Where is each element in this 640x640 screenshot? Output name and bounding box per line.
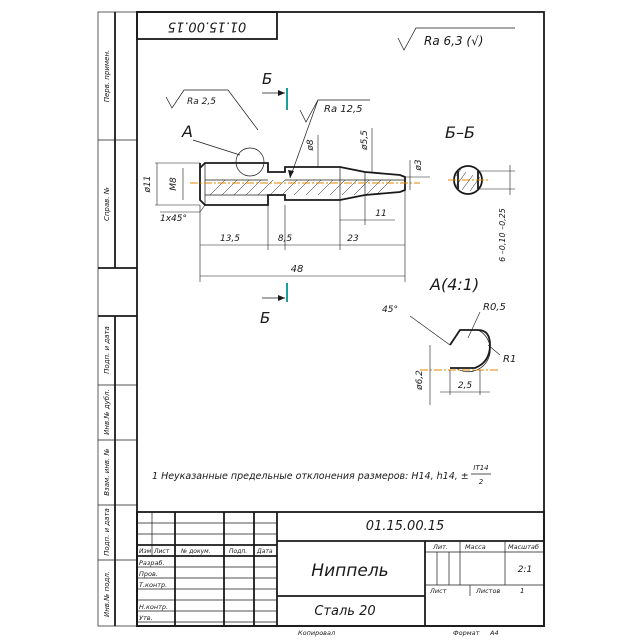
nipple-main-view (190, 147, 420, 206)
hatch-lines (209, 179, 392, 196)
scale-value: 2:1 (518, 565, 532, 575)
note-frac-den: 2 (479, 478, 484, 486)
podp-data-label-1: Подп. и дата (103, 326, 111, 374)
dim-d3: ø3 (414, 159, 424, 172)
inv-dubl-label: Инв.№ дубл. (103, 389, 111, 435)
format-value: А4 (489, 629, 499, 637)
nkontr-label: Н.контр. (139, 603, 168, 611)
inv-podl-label: Инв.№ подл. (103, 571, 111, 617)
hdr-docno: № докум. (180, 548, 211, 555)
tkontr-label: Т.контр. (139, 581, 167, 589)
roughness-b: Ra 12,5 (288, 99, 370, 179)
dim-l23: 23 (347, 234, 359, 244)
detail-a-circle (235, 147, 265, 177)
section-mark-bottom: Б (260, 283, 288, 327)
dim-m8: M8 (169, 177, 179, 191)
sprav-no-label: Справ. № (103, 187, 111, 221)
note-frac-num: IT14 (473, 464, 488, 472)
chamfer-dim: 1x45° (160, 204, 206, 224)
roughness-general-text: Ra 6,3 (√) (424, 34, 483, 48)
diameter-dims: ø11 M8 ø8 ø5,5 ø3 (143, 128, 430, 206)
rotated-code-box: 01.15.00.15 (136, 11, 278, 40)
part-name-text: Ниппель (311, 561, 388, 581)
hdr-data: Дата (256, 548, 273, 555)
dim-l135: 13,5 (220, 234, 240, 244)
lit-label: Лит. (432, 543, 448, 551)
dim-r1: R1 (503, 354, 516, 365)
section-mark-top: Б (262, 70, 288, 110)
dim-l11: 11 (375, 209, 386, 219)
note-text: 1 Неуказанные предельные отклонения разм… (152, 471, 469, 482)
vzam-inv-label: Взам. инв. № (103, 448, 111, 496)
dim-d55: ø5,5 (360, 130, 370, 151)
hdr-podp: Подп. (229, 548, 247, 555)
detail-view-label: А(4:1) (429, 275, 479, 294)
sheets-value: 1 (520, 587, 524, 595)
rotated-code-text: 01.15.00.15 (168, 19, 247, 34)
roughness-b-text: Ra 12,5 (324, 104, 363, 115)
dim-sec-width: 6 –0,10 –0,25 (498, 208, 507, 262)
roughness-a-text: Ra 2,5 (187, 97, 216, 107)
section-mark-bottom-text: Б (260, 309, 270, 327)
tech-note: 1 Неуказанные предельные отклонения разм… (152, 464, 491, 486)
masshtab-label: Масштаб (508, 543, 539, 551)
roughness-a: Ra 2,5 А (165, 89, 259, 156)
detail-a-view: А(4:1) 45° R0,5 R1 ø6,2 2,5 (382, 275, 516, 405)
utv-label: Утв. (139, 614, 153, 622)
razrab-label: Разраб. (139, 559, 165, 567)
left-strip: Перв. примен. Справ. № Подп. и дата Инв.… (98, 12, 137, 626)
dim-w25: 2,5 (458, 381, 473, 391)
designation-text: 01.15.00.15 (366, 519, 445, 534)
massa-label: Масса (465, 543, 486, 551)
bottom-line: Копировал Формат А4 (298, 629, 499, 637)
dim-d11: ø11 (143, 176, 153, 194)
dim-l85: 8,5 (278, 234, 293, 244)
dim-d62: ø6,2 (415, 370, 425, 391)
perv-primen-label: Перв. примен. (103, 50, 111, 103)
hdr-izm: Изм (139, 548, 152, 555)
sheets-label: Листов (475, 587, 500, 595)
format-label: Формат (453, 629, 480, 637)
dim-chamfer: 1x45° (160, 214, 187, 224)
prov-label: Пров. (139, 570, 158, 578)
title-block: Изм Лист № докум. Подп. Дата Разраб. Про… (136, 511, 545, 627)
detail-callout-text: А (181, 122, 193, 141)
dim-d8: ø8 (306, 139, 316, 152)
material-text: Сталь 20 (314, 604, 375, 619)
dim-l48: 48 (291, 264, 304, 275)
section-mark-top-text: Б (262, 70, 272, 88)
sheet-label: Лист (429, 587, 447, 595)
hdr-list: Лист (153, 548, 170, 555)
length-dims: 13,5 8,5 23 11 48 (199, 190, 406, 282)
general-roughness: Ra 6,3 (√) (397, 27, 515, 51)
section-view-label: Б–Б (445, 123, 475, 142)
section-bb-view: Б–Б 6 –0,10 –0,25 (445, 123, 515, 262)
dim-angle45: 45° (382, 305, 398, 315)
podp-data-label-2: Подп. и дата (103, 508, 111, 556)
dim-r05: R0,5 (483, 302, 506, 313)
copied-label: Копировал (298, 629, 335, 637)
